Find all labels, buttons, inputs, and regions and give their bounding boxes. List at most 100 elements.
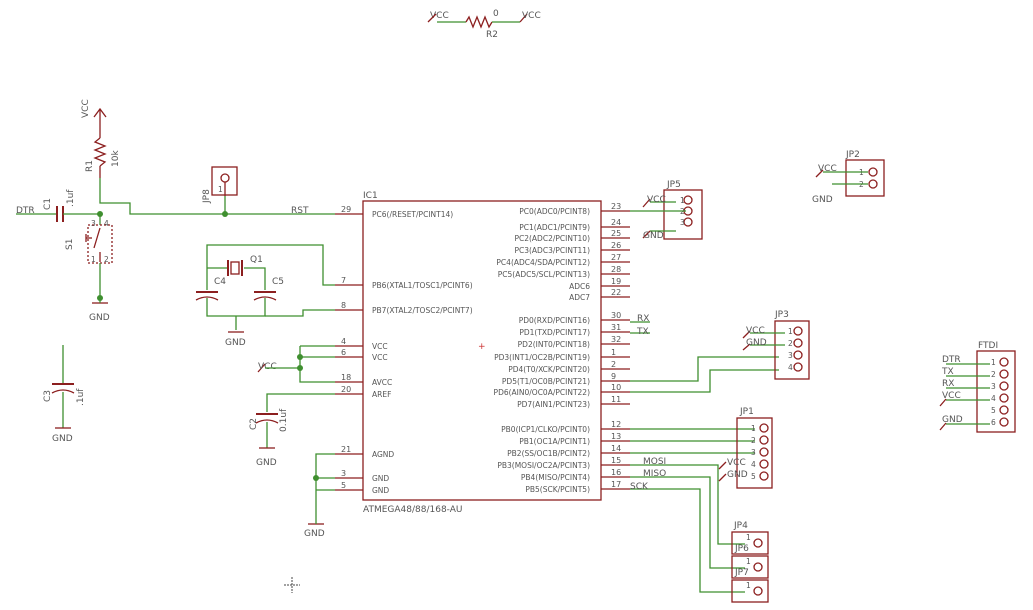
header-jp8: 1 JP8	[202, 166, 238, 204]
ic1-left-pin-number: 4	[341, 337, 346, 346]
jp1-pin-5: 5	[751, 472, 756, 481]
jp1-pin-3: 3	[751, 448, 756, 457]
origin-cross-marker: +	[478, 342, 486, 352]
ic1-right-pin-label: PD1(TXD/PCINT17)	[519, 328, 590, 337]
ftdi-label-tx: TX	[941, 367, 954, 377]
rst-net: RST	[97, 178, 335, 217]
c2-value-label: 0.1uf	[279, 408, 289, 432]
ic1-left-pin-number: 21	[341, 445, 351, 454]
jp3-pin-3: 3	[788, 351, 793, 360]
jp1-gnd-label: GND	[727, 470, 748, 480]
ic1-left-pin-label: VCC	[372, 353, 388, 362]
jp8-name-label: JP8	[202, 189, 212, 204]
s1-pin2: 2	[104, 255, 109, 264]
resistor-r2: VCC VCC 0 R2	[427, 9, 541, 40]
ic1-right-pin-label: PC3(ADC3/PCINT11)	[514, 246, 590, 255]
ftdi-name-label: FTDI	[978, 341, 998, 351]
s1-pin4: 4	[104, 219, 109, 228]
ic1: IC1 ATMEGA48/88/168-AU 29PC6(/RESET/PCIN…	[335, 191, 630, 515]
ic1-right-pin-label: PB4(MISO/PCINT4)	[521, 473, 590, 482]
jp3-pin-4: 4	[788, 363, 793, 372]
ftdi-pin-3: 3	[991, 382, 996, 391]
jp5-gnd-label: GND	[643, 231, 664, 241]
jp7-name-label: JP7	[734, 568, 749, 578]
ic1-right-pin-label: PD0(RXD/PCINT16)	[519, 316, 590, 325]
ic1-right-pin-number: 24	[611, 218, 621, 227]
ftdi-pin-2: 2	[991, 370, 996, 379]
ic1-right-pin-number: 22	[611, 288, 621, 297]
ic1-right-pin-number: 15	[611, 456, 621, 465]
ftdi-pin-6: 6	[991, 418, 996, 427]
c2-name-label: C2	[249, 418, 259, 430]
ic1-left-pin-number: 8	[341, 301, 346, 310]
c2-gnd-label: GND	[256, 458, 277, 468]
jp3-vcc-label: VCC	[746, 326, 765, 336]
miso-net-label: MISO	[643, 469, 666, 479]
ic1-left-pin-label: VCC	[372, 342, 388, 351]
mosi-net-label: MOSI	[643, 457, 666, 467]
s1-name-label: S1	[65, 239, 75, 250]
ic1-right-pin-label: PB3(MOSI/OC2A/PCINT3)	[497, 461, 590, 470]
ftdi-pin-1: 1	[991, 358, 996, 367]
ic1-left-pin-label: GND	[372, 474, 389, 483]
ic1-left-pin-number: 29	[341, 205, 351, 214]
ic1-right-pin-number: 12	[611, 420, 621, 429]
ic1-right-pin-label: PB0(ICP1/CLKO/PCINT0)	[501, 425, 590, 434]
header-jp5: JP5 1 2 3 VCC GND	[630, 180, 703, 241]
jp5-pin-1: 1	[680, 196, 685, 205]
agnd-net: GND	[304, 453, 335, 539]
header-jp4: JP4 1	[731, 521, 769, 555]
ftdi-label-dtr: DTR	[942, 355, 961, 365]
ftdi-pin-5: 5	[991, 406, 996, 415]
jp5-name-label: JP5	[666, 180, 681, 190]
ic1-right-pin-label: PD5(T1/OC0B/PCINT21)	[502, 377, 590, 386]
ic1-right-pin-label: PC5(ADC5/SCL/PCINT13)	[498, 270, 590, 279]
ic1-right-pin-number: 31	[611, 323, 621, 332]
ic1-right-pin-label: PC4(ADC4/SDA/PCINT12)	[496, 258, 590, 267]
ic1-right-pin-number: 19	[611, 277, 621, 286]
ic1-right-pin-label: PC2(ADC2/PCINT10)	[514, 234, 590, 243]
jp5-vcc-label: VCC	[647, 195, 666, 205]
ic1-right-pin-number: 27	[611, 253, 621, 262]
header-jp2: JP2 1 2 VCC GND	[812, 150, 885, 205]
header-ftdi: FTDI 1 2 3 4 5 6 DTR TX RX VCC GND	[939, 341, 1016, 433]
jp5-pin-3: 3	[680, 218, 685, 227]
jp4-name-label: JP4	[733, 521, 748, 531]
ic1-right-pin-number: 23	[611, 202, 621, 211]
q1-name-label: Q1	[250, 255, 263, 265]
r1-value-label: 10k	[111, 150, 121, 167]
ic1-left-pin-label: PB7(XTAL2/TOSC2/PCINT7)	[372, 306, 473, 315]
ic1-right-pin-label: PD3(INT1/OC2B/PCINT19)	[494, 353, 590, 362]
s1-gnd-label: GND	[89, 313, 110, 323]
sck-net-label: SCK	[630, 482, 649, 492]
capacitor-c3: C3 .1uf GND	[43, 345, 86, 444]
ic1-left-pins: 29PC6(/RESET/PCINT14)7PB6(XTAL1/TOSC1/PC…	[335, 205, 473, 495]
ic1-right-pin-label: PB2(SS/OC1B/PCINT2)	[507, 449, 590, 458]
s1-pin3: 3	[91, 219, 96, 228]
ic1-right-pin-label: PD2(INT0/PCINT18)	[518, 340, 590, 349]
agnd-gnd-label: GND	[304, 529, 325, 539]
dtr-net-label: DTR	[16, 206, 35, 216]
ic1-right-pin-number: 16	[611, 468, 621, 477]
ftdi-label-rx: RX	[942, 379, 954, 389]
c3-gnd-label: GND	[52, 434, 73, 444]
capacitor-c2: C2 0.1uf GND	[249, 393, 335, 468]
ic1-right-pin-number: 32	[611, 335, 621, 344]
c3-value-label: .1uf	[76, 388, 86, 406]
jp1-pin-4: 4	[751, 460, 756, 469]
ic1-left-pin-label: AREF	[372, 390, 391, 399]
ic1-right-pin-label: PD4(T0/XCK/PCINT20)	[508, 365, 590, 374]
crosshair-cursor	[284, 577, 300, 593]
ic1-right-pin-label: ADC6	[569, 282, 590, 291]
jp1-vcc-label: VCC	[727, 458, 746, 468]
ic1-right-pin-number: 13	[611, 432, 621, 441]
ic1-right-pin-number: 11	[611, 395, 621, 404]
header-jp1: JP1 1 2 3 4 5 VCC GND	[718, 407, 773, 489]
jp6-name-label: JP6	[734, 544, 749, 554]
jp7-pin: 1	[746, 581, 751, 590]
switch-s1: 3 4 1 2 S1 GND	[65, 214, 113, 323]
ic1-left-pin-number: 7	[341, 276, 346, 285]
c4-name-label: C4	[214, 277, 226, 287]
ic1-left-pin-number: 18	[341, 373, 351, 382]
ic1-left-pin-number: 20	[341, 385, 351, 394]
